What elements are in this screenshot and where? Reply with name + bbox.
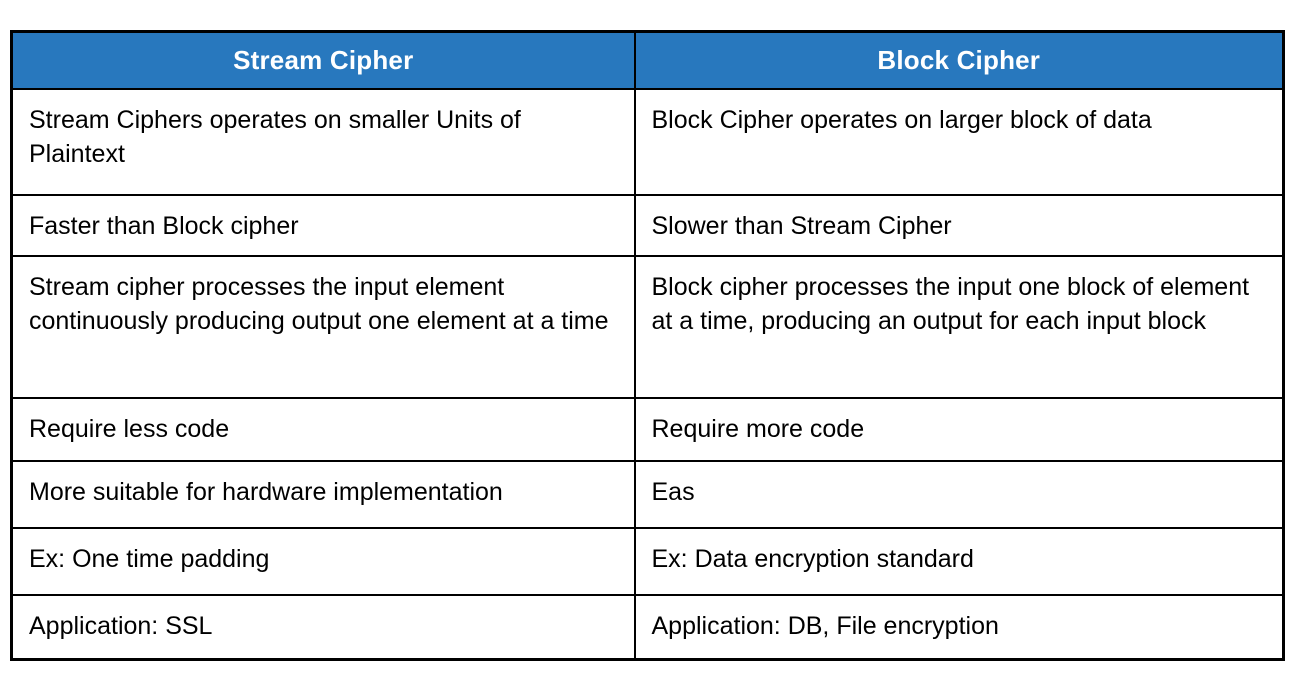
table-row: Application: SSL Application: DB, File e… [10,593,1285,661]
table-cell: Block cipher processes the input one blo… [633,254,1285,399]
table-cell: Eas [633,459,1285,529]
table-row: Stream Ciphers operates on smaller Units… [10,87,1285,196]
table-cell: Stream Ciphers operates on smaller Units… [10,87,636,196]
table-row: Faster than Block cipher Slower than Str… [10,193,1285,257]
table-cell: Require less code [10,396,636,462]
table-row: Require less code Require more code [10,396,1285,462]
table-row: Ex: One time padding Ex: Data encryption… [10,526,1285,596]
comparison-table-container: Stream Cipher Block Cipher Stream Cipher… [10,30,1285,661]
table-cell: Stream cipher processes the input elemen… [10,254,636,399]
table-cell: Ex: Data encryption standard [633,526,1285,596]
table-cell: Block Cipher operates on larger block of… [633,87,1285,196]
column-header-stream-cipher: Stream Cipher [10,30,636,90]
table-cell: Application: DB, File encryption [633,593,1285,661]
table-row: More suitable for hardware implementatio… [10,459,1285,529]
column-header-block-cipher: Block Cipher [633,30,1285,90]
table-cell: Slower than Stream Cipher [633,193,1285,257]
table-cell: Faster than Block cipher [10,193,636,257]
table-cell: Ex: One time padding [10,526,636,596]
table-cell: More suitable for hardware implementatio… [10,459,636,529]
cipher-comparison-table: Stream Cipher Block Cipher Stream Cipher… [10,30,1285,661]
table-row: Stream cipher processes the input elemen… [10,254,1285,399]
table-cell: Require more code [633,396,1285,462]
table-header-row: Stream Cipher Block Cipher [10,30,1285,90]
table-cell: Application: SSL [10,593,636,661]
